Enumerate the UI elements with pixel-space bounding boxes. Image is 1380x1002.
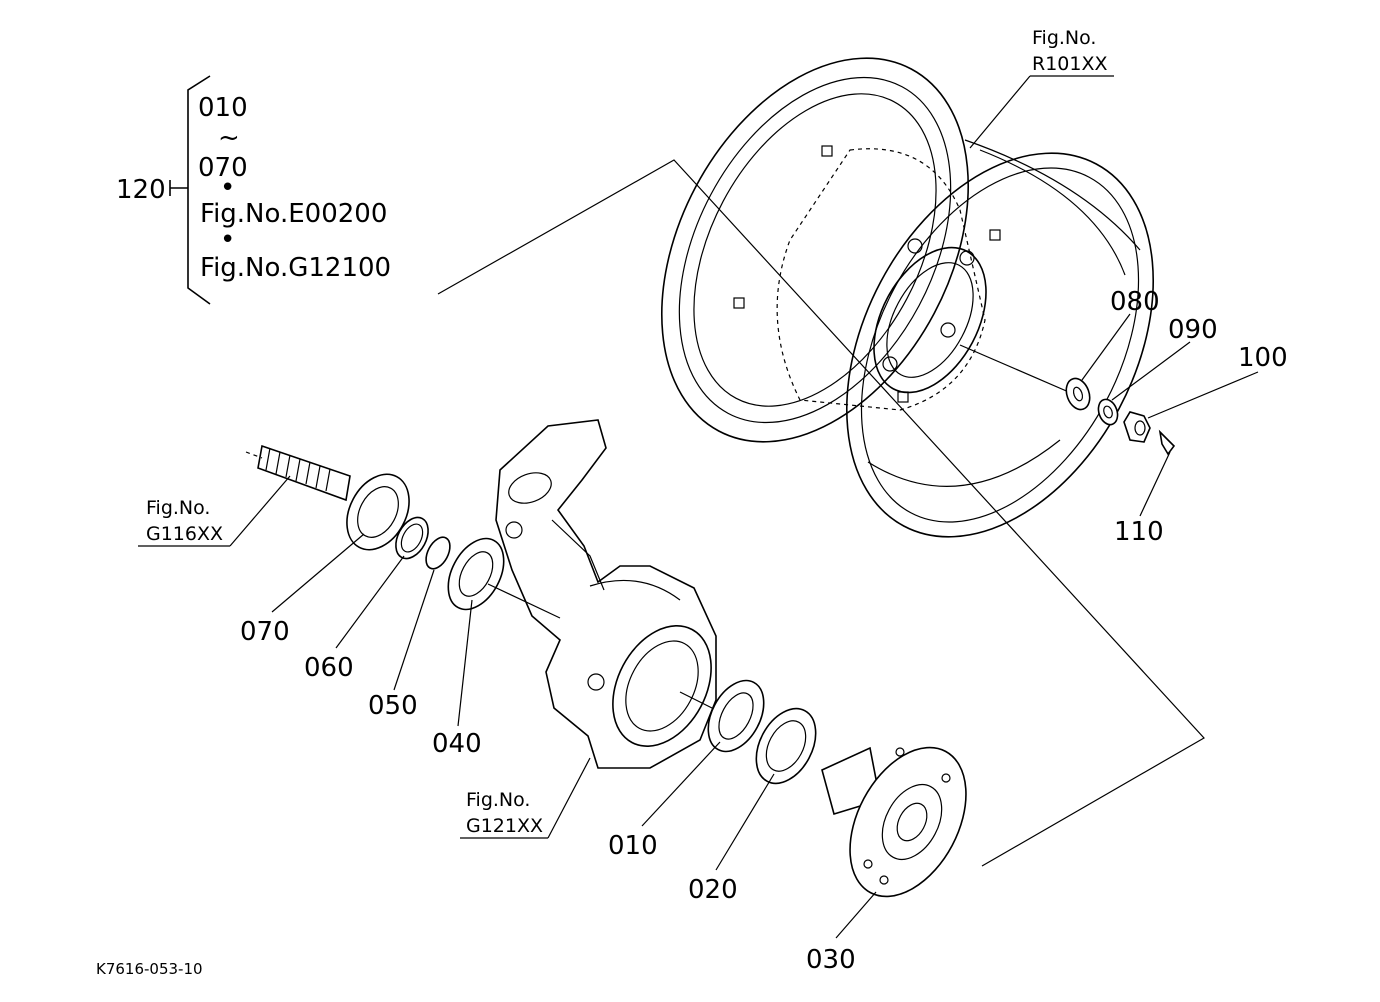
knuckle-housing: [495, 419, 717, 769]
drawing-code: K7616-053-10: [96, 960, 203, 978]
part-label-020: 020: [688, 875, 738, 905]
lock-washer-090: [1097, 398, 1119, 426]
bearing-040: [447, 537, 505, 611]
group-bullet-2: •: [220, 225, 235, 255]
snap-ring-060: [395, 516, 429, 560]
cotter-pin-110: [1158, 429, 1176, 456]
figref-g121-line1: Fig.No.: [466, 789, 530, 811]
wheel-hub-030: [821, 746, 967, 898]
oil-seal-020: [755, 707, 817, 785]
washer-080: [1065, 377, 1091, 411]
figref-g116-line1: Fig.No.: [146, 497, 210, 519]
part-label-050: 050: [368, 691, 418, 721]
part-label-100: 100: [1238, 343, 1288, 373]
group-range-end: 070: [198, 153, 248, 183]
figref-r101-line2: R101XX: [1032, 53, 1108, 75]
group-bracket: [169, 75, 211, 305]
snap-ring-050: [425, 536, 451, 570]
group-bullet-1: •: [220, 173, 235, 203]
group-range-tilde: ~: [218, 123, 240, 153]
part-label-110: 110: [1114, 517, 1164, 547]
group-fig-g12100: Fig.No.G12100: [200, 253, 391, 283]
wheel-axis-line: [959, 344, 1079, 397]
bearing-010: [707, 679, 765, 753]
figref-g116-line2: G116XX: [146, 523, 223, 545]
nut-100: [1123, 411, 1151, 443]
part-label-010: 010: [608, 831, 658, 861]
leader-lines: [138, 75, 1259, 939]
hub-axis-line: [679, 691, 717, 711]
part-label-040: 040: [432, 729, 482, 759]
figref-r101-line1: Fig.No.: [1032, 27, 1096, 49]
part-label-080: 080: [1110, 287, 1160, 317]
part-label-030: 030: [806, 945, 856, 975]
part-label-090: 090: [1168, 315, 1218, 345]
assembly-boundary: [437, 159, 1205, 867]
bearing-axis-line: [487, 583, 561, 619]
part-label-070: 070: [240, 617, 290, 647]
part-label-060: 060: [304, 653, 354, 683]
group-number-label: 120: [116, 175, 166, 205]
oil-seal-070: [346, 473, 410, 551]
group-range-start: 010: [198, 93, 248, 123]
figref-g121-line2: G121XX: [466, 815, 543, 837]
group-fig-e00200: Fig.No.E00200: [200, 199, 387, 229]
axle-shaft: [245, 444, 351, 502]
